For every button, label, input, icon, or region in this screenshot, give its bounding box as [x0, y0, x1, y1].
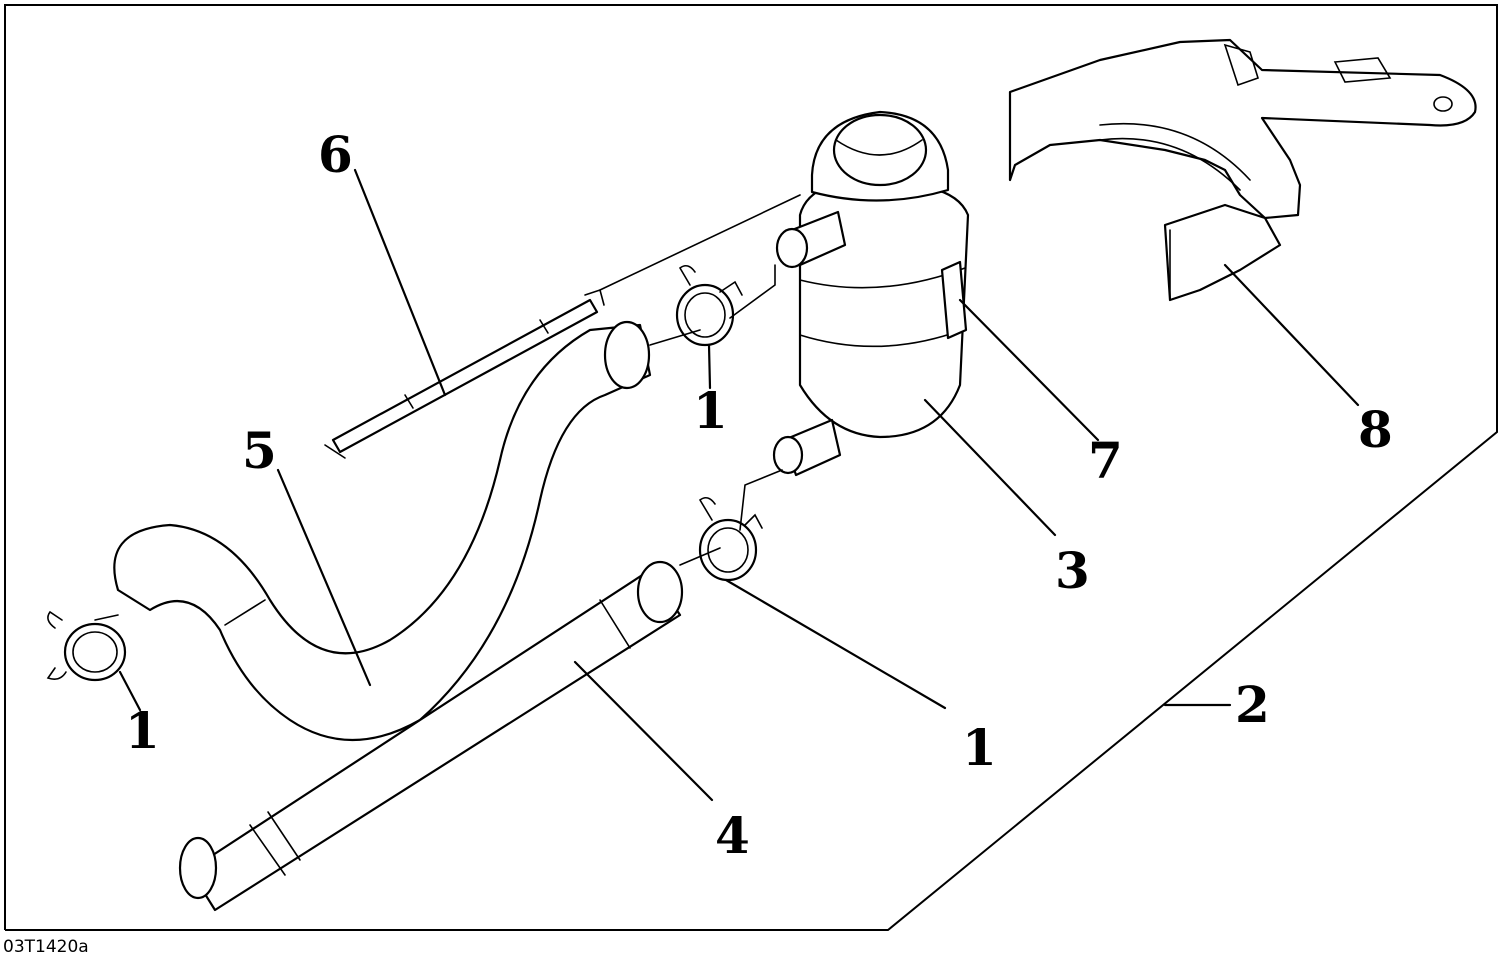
curved-hose: [114, 322, 650, 740]
callout-5: 5: [242, 421, 277, 480]
hose-clamp-lower: [700, 498, 762, 580]
callout-4: 4: [715, 806, 750, 865]
callout-3: 3: [1055, 541, 1090, 600]
hose-clamp-left: [48, 612, 125, 680]
callout-2: 2: [1235, 675, 1270, 734]
callout-7: 7: [1088, 431, 1123, 490]
mounting-bracket: [1010, 40, 1476, 300]
callout-labels: 1 1 1 2 3 4 5 6 7 8: [125, 125, 1393, 865]
callout-1-upper: 1: [693, 381, 728, 440]
callout-6: 6: [318, 125, 353, 184]
hose-clamp-upper: [677, 266, 742, 345]
callout-1-lower: 1: [962, 718, 997, 777]
kit-frame-outline: [5, 5, 1497, 930]
callout-1-left: 1: [125, 701, 160, 760]
assembly-centerlines: [95, 195, 800, 620]
separator-canister: [774, 112, 968, 475]
figure-id: 03T1420a: [3, 937, 89, 957]
callout-8: 8: [1358, 400, 1393, 459]
straight-hose: [180, 562, 682, 910]
leader-lines: [120, 170, 1358, 800]
breather-tube: [325, 290, 604, 458]
